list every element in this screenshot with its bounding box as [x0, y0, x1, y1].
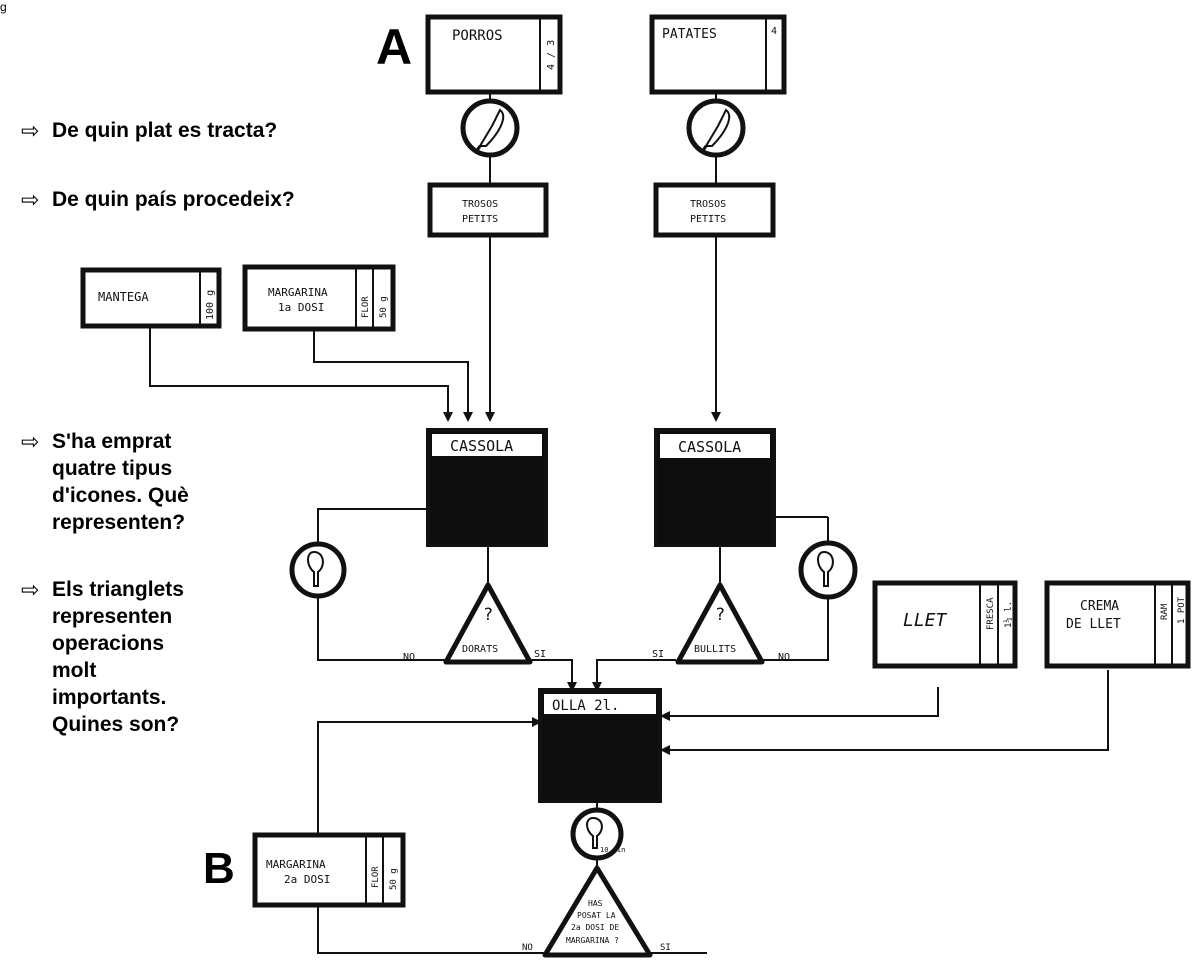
decision-bullits: ? BULLITS NO SI: [652, 582, 790, 665]
ingredient-tag: FLOR: [361, 296, 371, 318]
decision-no-label: NO: [778, 652, 790, 663]
ingredient-name: DE LLET: [1066, 617, 1121, 632]
ingredient-box-llet: LLET FRESCA 1½ l.: [872, 580, 1018, 669]
question-dish: ⇨ De quin plat es tracta?: [21, 117, 278, 144]
ingredient-box-margarina-1: MARGARINA 1a DOSI FLOR 50 g: [242, 264, 396, 332]
cut-result-text: PETITS: [462, 214, 498, 225]
question-line: quatre tipus: [52, 457, 173, 480]
decision-no-label: NO: [403, 652, 415, 663]
ingredient-name: CREMA: [1080, 599, 1119, 614]
decision-yes-label: SI: [652, 649, 664, 660]
step-label-a: A: [376, 19, 412, 75]
decision-yes-label: SI: [534, 649, 546, 660]
decision-text: POSAT LA: [577, 911, 616, 920]
connector-lines: [149, 92, 1109, 954]
cut-result-text: TROSOS: [462, 199, 498, 210]
container-cassola-right: CASSOLA: [654, 428, 776, 547]
question-triangles: ⇨ Els trianglets representen operacions …: [21, 576, 184, 738]
decision-yes-label: SI: [660, 943, 671, 953]
ingredient-name: PORROS: [452, 28, 503, 44]
question-line: representen?: [52, 511, 186, 534]
decision-no-label: NO: [522, 943, 533, 953]
ingredient-qty: 50 g: [389, 868, 399, 890]
step-label-b: B: [203, 844, 235, 893]
container-olla: OLLA 2l.: [538, 688, 662, 803]
question-line: De quin país procedeix?: [52, 188, 295, 211]
ingredient-qty: 100 g: [205, 290, 216, 320]
ingredient-name: PATATES: [662, 27, 717, 42]
question-line: operacions: [52, 632, 165, 655]
question-arrow-icon: ⇨: [21, 429, 40, 454]
ingredient-qty: 4 / 3: [546, 40, 557, 70]
question-line: Quines son?: [52, 713, 180, 736]
decision-mark: ?: [715, 605, 725, 625]
corner-text: g: [0, 0, 7, 14]
decision-text: 2a DOSI DE: [571, 923, 619, 932]
decision-text: MARGARINA ?: [566, 936, 619, 945]
decision-dorats: ? DORATS NO SI: [403, 582, 546, 665]
ingredient-name: 2a DOSI: [284, 873, 330, 886]
question-arrow-icon: ⇨: [21, 577, 40, 602]
ingredient-box-margarina-2: MARGARINA 2a DOSI FLOR 50 g: [252, 832, 406, 908]
ingredient-name: 1a DOSI: [278, 301, 324, 314]
ingredient-name: MARGARINA: [266, 858, 326, 871]
ingredient-box-patates: PATATES 4: [649, 14, 787, 95]
spoon-icon: 10 min: [570, 807, 625, 861]
container-cassola-left: CASSOLA: [426, 428, 548, 547]
container-label: OLLA 2l.: [552, 698, 619, 714]
ingredient-tag: FLOR: [371, 866, 381, 888]
spoon-icon: [289, 541, 347, 599]
container-label: CASSOLA: [678, 438, 741, 456]
ingredient-name: MARGARINA: [268, 286, 328, 299]
ingredient-qty: 50 g: [379, 296, 389, 318]
question-country: ⇨ De quin país procedeix?: [21, 186, 295, 213]
ingredient-box-mantega: MANTEGA 100 g: [80, 267, 222, 329]
question-arrow-icon: ⇨: [21, 118, 40, 143]
question-line: De quin plat es tracta?: [52, 119, 278, 142]
decision-text: DORATS: [462, 644, 498, 655]
decision-text: BULLITS: [694, 644, 736, 655]
question-line: d'icones. Què: [52, 484, 189, 507]
ingredient-tag: FRESCA: [986, 597, 996, 630]
ingredient-name: MANTEGA: [98, 290, 149, 304]
ingredient-qty: 1 POT: [1177, 596, 1187, 624]
question-line: Els trianglets: [52, 578, 184, 601]
question-line: importants.: [52, 686, 167, 709]
cut-result-text: TROSOS: [690, 199, 726, 210]
question-line: molt: [52, 659, 97, 682]
knife-icon: [686, 98, 746, 158]
ingredient-box-crema: CREMA DE LLET RAM 1 POT: [1044, 580, 1191, 669]
cut-result-left: TROSOS PETITS: [427, 182, 549, 238]
question-icons: ⇨ S'ha emprat quatre tipus d'icones. Què…: [21, 428, 189, 536]
question-arrow-icon: ⇨: [21, 187, 40, 212]
question-line: representen: [52, 605, 173, 628]
ingredient-qty: 4: [771, 26, 777, 37]
timer-label: 10 min: [600, 846, 625, 854]
container-label: CASSOLA: [450, 437, 513, 455]
ingredient-box-porros: PORROS 4 / 3: [425, 14, 563, 95]
ingredient-tag: RAM: [1160, 603, 1170, 620]
decision-mark: ?: [483, 605, 493, 625]
decision-margarina: HAS POSAT LA 2a DOSI DE MARGARINA ? NO S…: [522, 865, 671, 958]
ingredient-name: LLET: [903, 610, 948, 631]
ingredient-qty: 1½ l.: [1003, 601, 1014, 628]
cut-result-right: TROSOS PETITS: [653, 182, 776, 238]
spoon-icon: [798, 540, 858, 600]
knife-icon: [460, 98, 520, 158]
decision-text: HAS: [588, 899, 603, 908]
question-line: S'ha emprat: [52, 430, 172, 453]
cut-result-text: PETITS: [690, 214, 726, 225]
